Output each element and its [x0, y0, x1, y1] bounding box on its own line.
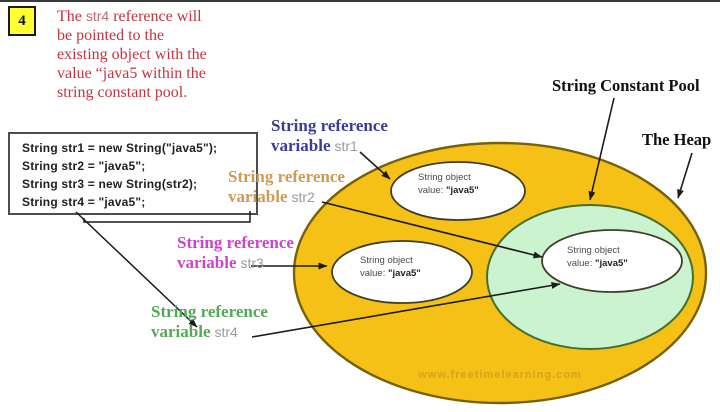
- note-line-1: The str4 reference will: [57, 7, 207, 26]
- code-box: String str1 = new String("java5"); Strin…: [8, 132, 258, 215]
- arrow-code-to-str4-label: [75, 211, 198, 328]
- top-divider-line: [0, 0, 720, 2]
- object-pool-line1: String object: [567, 245, 620, 256]
- step-number-badge: 4: [8, 6, 36, 36]
- label-str2-line1: String reference: [228, 167, 345, 186]
- arrow-pool-title-to-pool: [588, 97, 615, 201]
- string-object-pool-text: String object value: "java5": [567, 244, 628, 270]
- object-left-line2: value: "java5": [360, 267, 421, 280]
- note-text: The str4 reference will be pointed to th…: [57, 7, 207, 102]
- code-line-str2: String str2 = "java5";: [22, 159, 146, 173]
- label-str2-word-variable: variable: [228, 187, 288, 206]
- note-line-5: string constant pool.: [57, 84, 188, 101]
- label-str1-word-variable: variable: [271, 136, 331, 155]
- label-str3-word-variable: variable: [177, 253, 237, 272]
- label-str2-varname: str2: [291, 189, 315, 205]
- label-str3-varname: str3: [240, 255, 264, 271]
- pool-title: String Constant Pool: [552, 76, 700, 95]
- object-left-line1: String object: [360, 255, 413, 266]
- label-str4-varname: str4: [214, 324, 238, 340]
- heap-title: The Heap: [642, 130, 712, 149]
- note-line1-suffix: reference will: [109, 8, 202, 25]
- note-keyword-str4: str4: [85, 8, 110, 24]
- note-line-2: be pointed to the: [57, 27, 165, 44]
- object-left-value: "java5": [388, 268, 421, 279]
- code-line-str1: String str1 = new String("java5");: [22, 141, 218, 155]
- string-object-top-text: String object value: "java5": [418, 171, 479, 197]
- object-pool-line2: value: "java5": [567, 257, 628, 270]
- arrow-heap-title-to-heap: [677, 152, 693, 199]
- object-top-value: "java5": [446, 185, 479, 196]
- arrow-str4-to-pool-object: [251, 281, 561, 338]
- arrow-str1-to-object: [359, 151, 391, 180]
- object-pool-value: "java5": [595, 258, 628, 269]
- code-line-str4: String str4 = "java5";: [22, 195, 146, 209]
- object-top-line2: value: "java5": [418, 184, 479, 197]
- string-object-ellipse-left: [331, 240, 473, 304]
- label-str1-varname: str1: [334, 138, 358, 154]
- string-object-left-text: String object value: "java5": [360, 254, 421, 280]
- label-str4-word-variable: variable: [151, 322, 211, 341]
- object-left-value-label: value:: [360, 268, 386, 279]
- object-top-line1: String object: [418, 172, 471, 183]
- code-line-str3: String str3 = new String(str2);: [22, 177, 198, 191]
- string-object-ellipse-top: [390, 161, 526, 221]
- object-top-value-label: value:: [418, 185, 444, 196]
- connector-codebox-to-str2-label: [83, 211, 251, 223]
- arrow-str2-to-pool-object: [321, 201, 543, 259]
- label-str4-line1: String reference: [151, 302, 268, 321]
- watermark-text: www.freetimelearning.com: [418, 369, 582, 381]
- label-str3-line1: String reference: [177, 233, 294, 252]
- note-line1-prefix: The: [57, 8, 86, 25]
- note-line-4: value “java5 within the: [57, 65, 206, 82]
- string-object-ellipse-pool: [541, 229, 683, 293]
- object-pool-value-label: value:: [567, 258, 593, 269]
- note-line-3: existing object with the: [57, 46, 207, 63]
- step-number: 4: [18, 12, 26, 29]
- label-str1-line1: String reference: [271, 116, 388, 135]
